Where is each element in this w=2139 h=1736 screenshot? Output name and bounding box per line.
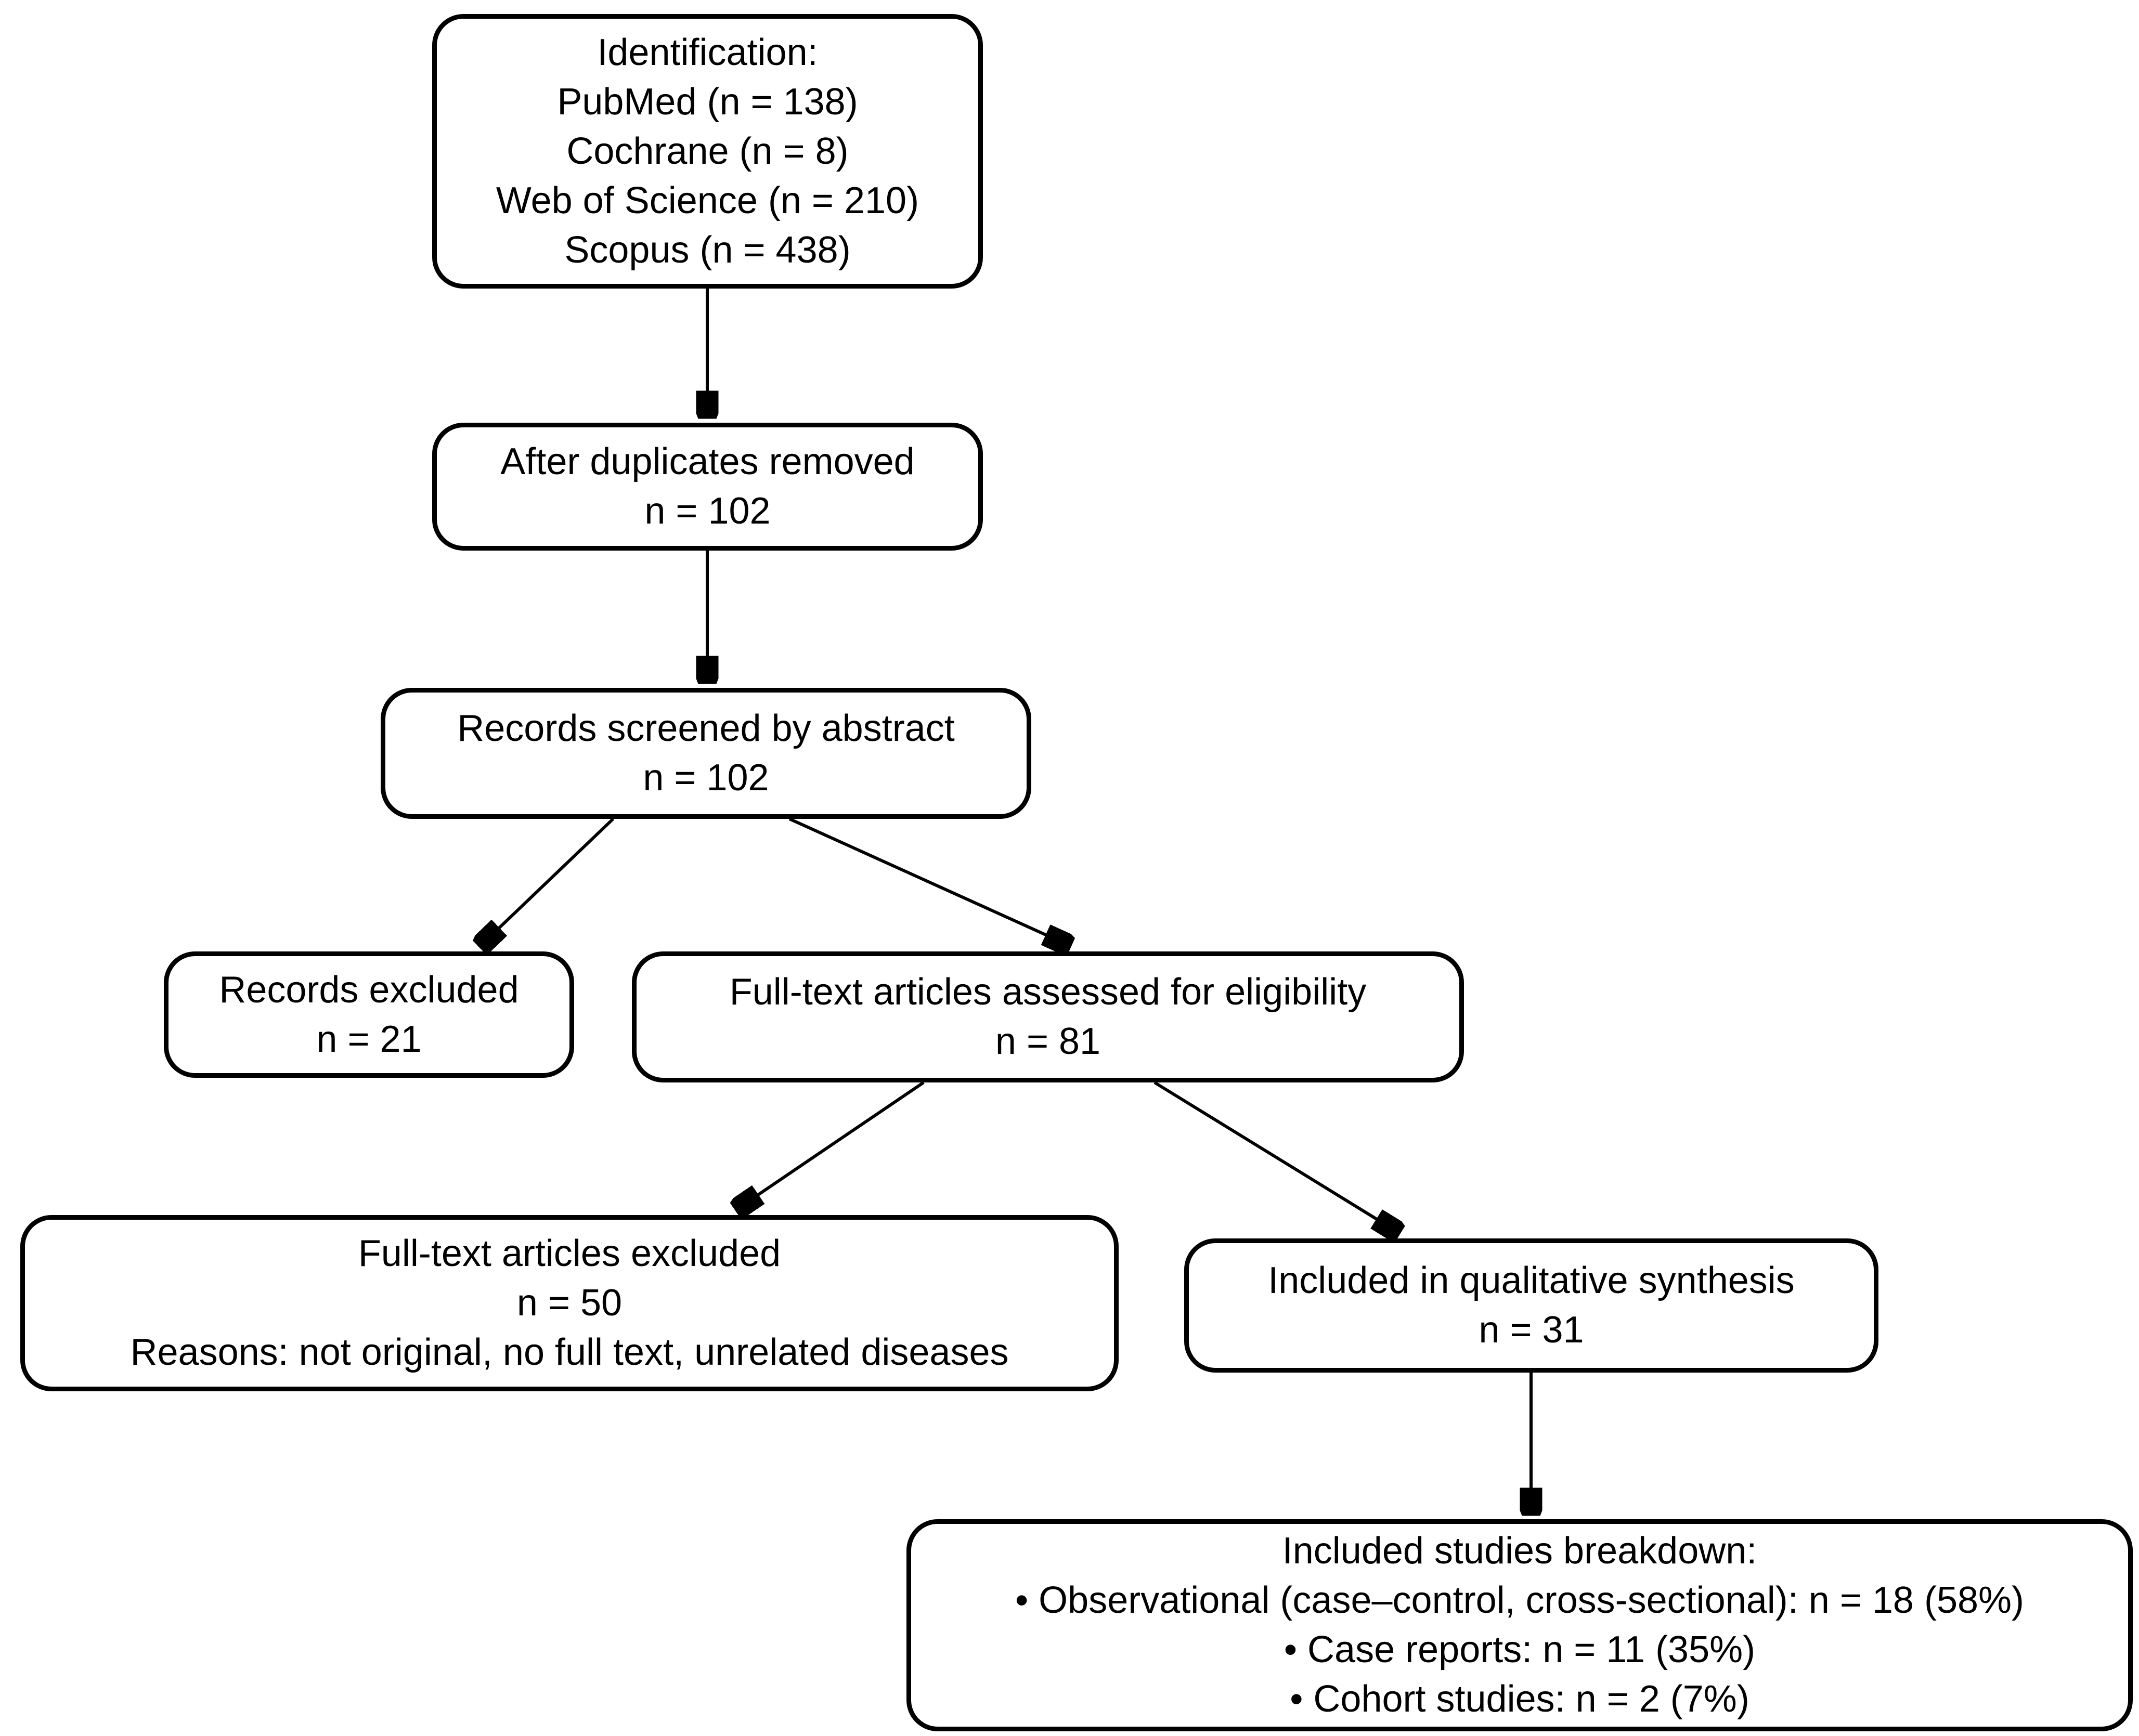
node-fulltext-assessed: Full-text articles assessed for eligibil…: [632, 951, 1464, 1082]
node-line: Full-text articles excluded: [358, 1233, 781, 1274]
node-identification: Identification: PubMed (n = 138) Cochran…: [432, 14, 983, 289]
node-line: • Cohort studies: n = 2 (7%): [1290, 1678, 1749, 1720]
node-line: Reasons: not original, no full text, unr…: [130, 1332, 1009, 1373]
arrow-assessed-to-fulltext-excluded: [737, 1081, 925, 1209]
node-line: n = 81: [995, 1021, 1101, 1062]
node-line: Included studies breakdown:: [1282, 1530, 1757, 1572]
node-line: • Observational (case–control, cross-sec…: [1015, 1580, 2025, 1621]
arrow-assessed-to-qualitative: [1153, 1081, 1398, 1232]
node-line: • Case reports: n = 11 (35%): [1284, 1629, 1756, 1670]
node-fulltext-excluded: Full-text articles excluded n = 50 Reaso…: [20, 1215, 1119, 1391]
node-line: Records screened by abstract: [457, 708, 955, 749]
node-line: Cochrane (n = 8): [566, 130, 849, 172]
node-after-duplicates-removed: After duplicates removed n = 102: [432, 423, 983, 551]
node-line: Identification:: [597, 31, 818, 73]
node-records-screened: Records screened by abstract n = 102: [381, 688, 1031, 819]
node-line: n = 102: [643, 757, 769, 799]
node-line: Web of Science (n = 210): [496, 179, 919, 221]
node-line: Full-text articles assessed for eligibil…: [729, 971, 1367, 1013]
node-line: n = 21: [316, 1018, 422, 1060]
node-line: Records excluded: [219, 969, 519, 1011]
arrow-screened-to-fulltext-assessed: [788, 817, 1069, 945]
node-line: Included in qualitative synthesis: [1268, 1260, 1795, 1301]
node-line: After duplicates removed: [500, 441, 915, 482]
node-line: Scopus (n = 438): [564, 229, 851, 271]
node-line: n = 50: [516, 1282, 623, 1324]
node-records-excluded: Records excluded n = 21: [164, 951, 574, 1078]
node-qualitative-synthesis: Included in qualitative synthesis n = 31: [1184, 1238, 1878, 1373]
node-line: n = 102: [644, 490, 771, 532]
arrow-screened-to-records-excluded: [481, 817, 615, 945]
node-studies-breakdown: Included studies breakdown: • Observatio…: [906, 1519, 2133, 1731]
node-line: PubMed (n = 138): [557, 81, 858, 123]
node-line: n = 31: [1479, 1309, 1584, 1351]
